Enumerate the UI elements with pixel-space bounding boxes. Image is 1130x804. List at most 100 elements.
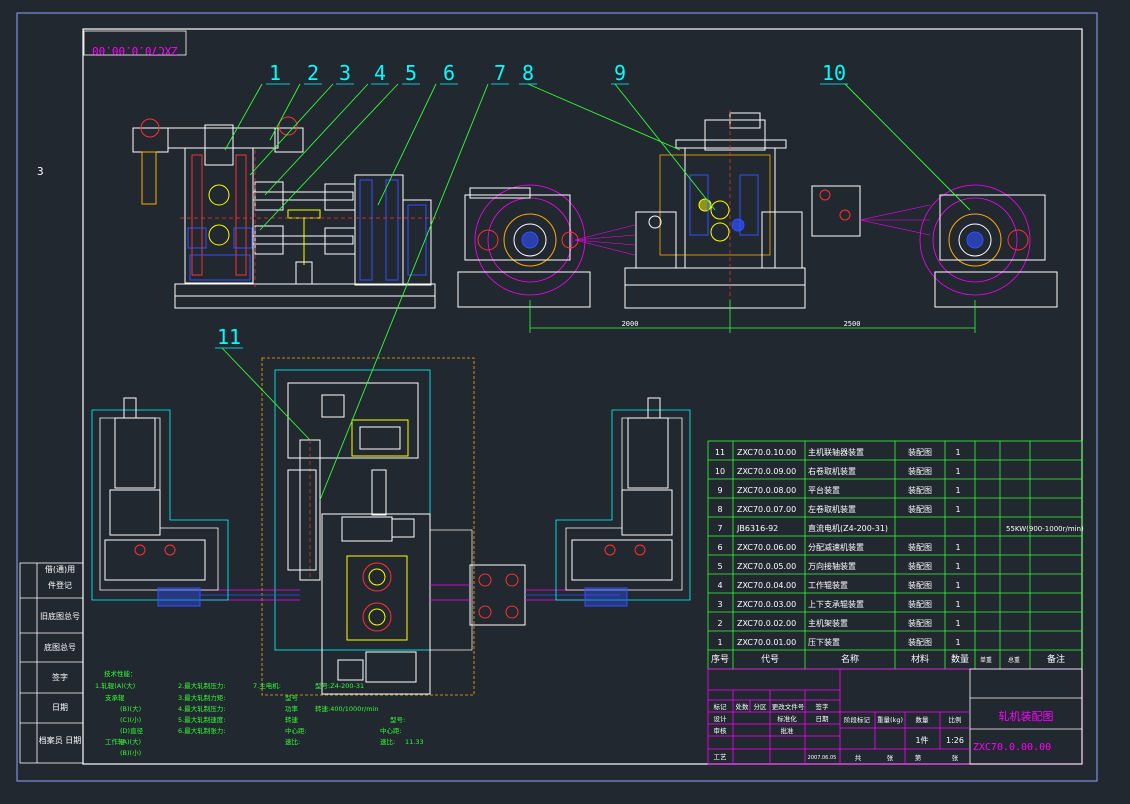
parts-row-11-code: ZXC70.0.10.00 <box>737 448 796 457</box>
spec-c4-0: 型号:Z4-200-31 <box>315 681 364 690</box>
parts-row-2-name: 主机架装置 <box>808 618 848 628</box>
parts-header-0: 序号 <box>711 653 729 665</box>
parts-row-4-code: ZXC70.0.04.00 <box>737 581 796 590</box>
tb-sheet-0: 共 <box>855 753 862 762</box>
parts-row-8-name: 左卷取机装置 <box>808 504 856 514</box>
parts-header-5: 单重 <box>980 656 992 664</box>
spec-c3-3: 转速 <box>285 715 299 724</box>
spec-c3-2: 功率 <box>285 704 299 713</box>
parts-row-3-qty: 1 <box>955 600 960 609</box>
stamp-row-4: 签字 <box>52 672 68 682</box>
parts-row-1-material: 装配图 <box>908 637 932 647</box>
tb-role-2: 工艺 <box>714 753 728 761</box>
tb-col-1: 处数 <box>736 702 750 711</box>
tb-role-note-0: 标准化 <box>777 714 797 723</box>
spec-c2-2: 4.最大轧制压力: <box>178 704 225 713</box>
tb-col-0: 标记 <box>714 702 728 711</box>
stamp-row-0: 借(通)用 <box>45 564 75 574</box>
tb-grid-0: 阶段标记 <box>844 715 871 724</box>
tb-role-1: 审核 <box>714 726 728 735</box>
parts-header-2: 名称 <box>841 653 859 665</box>
mill-front-view <box>132 116 440 309</box>
tb-col-5: 日期 <box>816 715 830 723</box>
spec-c1-1: 支承辊 <box>105 693 125 702</box>
parts-row-4-name: 工作辊装置 <box>808 580 848 590</box>
parts-row-4-material: 装配图 <box>908 580 932 590</box>
parts-row-6-code: ZXC70.0.06.00 <box>737 543 796 552</box>
parts-row-6-material: 装配图 <box>908 542 932 552</box>
dimension-left: 2000 <box>622 320 639 328</box>
balloon-9: 9 <box>614 61 626 85</box>
spec-c1-4: (D)直径 <box>120 726 144 735</box>
parts-row-4-no: 4 <box>717 581 722 590</box>
parts-row-1-code: ZXC70.0.01.00 <box>737 638 796 647</box>
tb-sheet-1: 张 <box>887 753 894 762</box>
parts-row-11-qty: 1 <box>955 448 960 457</box>
parts-row-3-name: 上下支承辊装置 <box>808 599 864 609</box>
parts-row-11-no: 11 <box>715 448 725 457</box>
dimension-line <box>529 300 976 333</box>
parts-row-9-material: 装配图 <box>908 485 932 495</box>
parts-row-7-name: 直流电机(Z4-200-31) <box>808 523 888 533</box>
tb-col-4: 签字 <box>816 702 830 711</box>
title-block <box>707 668 1083 765</box>
tb-col-2: 分区 <box>754 702 768 711</box>
balloon-7: 7 <box>494 61 506 85</box>
tb-count: 1件 <box>915 735 928 745</box>
parts-row-1-qty: 1 <box>955 638 960 647</box>
plan-view <box>200 357 620 696</box>
spec-c2-3: 5.最大轧制速度: <box>178 715 225 724</box>
spec-c4-1: 转速:400/1000r/min <box>315 704 378 713</box>
stamp-row-6: 档案员 日期 <box>39 735 82 745</box>
parts-row-10-no: 10 <box>715 467 725 476</box>
parts-row-10-code: ZXC70.0.09.00 <box>737 467 796 476</box>
parts-header-1: 代号 <box>761 654 779 665</box>
balloon-3: 3 <box>339 61 351 85</box>
balloon-11: 11 <box>217 325 241 349</box>
stamp-row-1: 件登记 <box>48 580 72 590</box>
mirrored-code: ZXC70.0.00.00 <box>92 44 178 57</box>
parts-header-7: 备注 <box>1047 653 1065 665</box>
parts-row-7-no: 7 <box>717 524 722 533</box>
mirrored-code-box: ZXC70.0.00.00 <box>83 30 187 57</box>
spec-c3-4: 中心距: <box>285 726 307 735</box>
balloon-6: 6 <box>443 61 455 85</box>
drawing-frame <box>16 12 1098 782</box>
parts-header-6: 总重 <box>1008 656 1020 664</box>
stamp-row-2: 旧底图总号 <box>40 611 80 621</box>
parts-row-5-no: 5 <box>717 562 722 571</box>
spec-c2-0: 2.最大轧制压力: <box>178 681 225 690</box>
spec-c4-4: 速比: <box>380 737 395 746</box>
parts-row-7-note: 55KW(900-1000r/min) <box>1006 525 1084 533</box>
parts-row-2-code: ZXC70.0.02.00 <box>737 619 796 628</box>
tb-role-note-1: 批准 <box>781 726 795 735</box>
parts-row-8-code: ZXC70.0.07.00 <box>737 505 796 514</box>
parts-row-3-code: ZXC70.0.03.00 <box>737 600 796 609</box>
parts-row-6-no: 6 <box>717 543 722 552</box>
parts-row-7-code: JB6316-92 <box>736 524 778 533</box>
balloon-5: 5 <box>405 61 417 85</box>
tb-role-0: 设计 <box>714 714 728 723</box>
left-coiler-plan <box>91 397 229 607</box>
right-coiler-view <box>919 184 1058 308</box>
parts-row-1-name: 压下装置 <box>808 637 840 647</box>
spec-c4-5: 11.33 <box>405 738 424 746</box>
tech-specs-heading: 技术性能： <box>104 669 137 678</box>
right-coiler-plan <box>555 397 691 607</box>
parts-header-3: 材料 <box>911 653 929 665</box>
balloon-1: 1 <box>269 61 281 85</box>
parts-row-2-qty: 1 <box>955 619 960 628</box>
parts-row-9-name: 平台装置 <box>808 485 840 495</box>
parts-row-5-name: 万向接轴装置 <box>808 561 856 571</box>
left-coiler-view <box>457 184 636 308</box>
spec-c1-0: 1.轧辊(A)(大) <box>95 681 135 690</box>
spec-c3-1: 型号 <box>285 693 299 702</box>
left-stamp-table <box>19 562 84 764</box>
tb-col-3: 更改文件号 <box>772 702 805 711</box>
spec-c2-4: 6.最大轧制张力: <box>178 726 225 735</box>
tb-grid-3: 比例 <box>949 715 962 724</box>
spec-c3-0: 7.主电机: <box>253 681 281 690</box>
tb-grid-1: 重量(kg) <box>877 716 903 724</box>
